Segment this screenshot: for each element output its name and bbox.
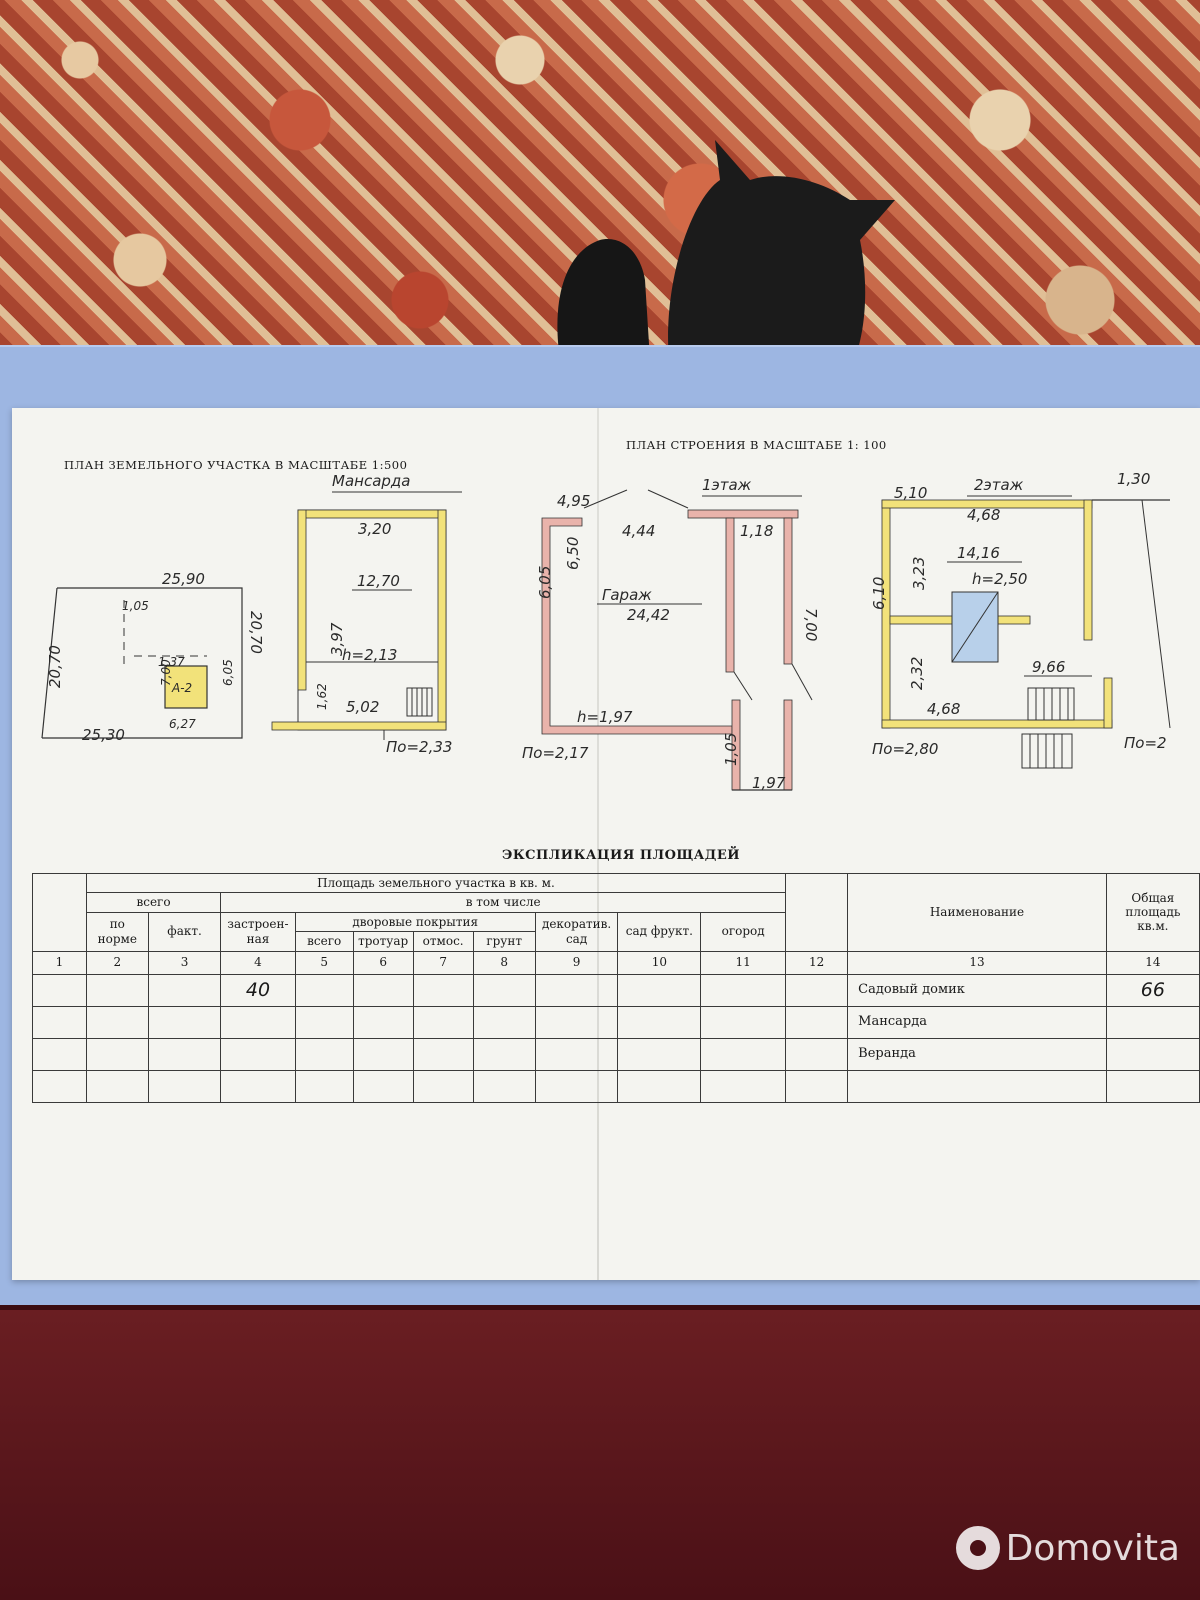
floor2-h1: 3,23 <box>910 557 928 590</box>
land-bottom: 25,30 <box>82 726 125 744</box>
floor1-title: 1этаж <box>702 476 752 494</box>
floor2-w2: 1,30 <box>1117 470 1150 488</box>
mansard-w-bottom: 5,02 <box>346 698 379 716</box>
floor1-side: 7,00 <box>802 608 820 641</box>
floor2-w1: 5,10 <box>894 484 927 502</box>
mansard-floor: По=2,33 <box>386 738 452 756</box>
explication-title: ЭКСПЛИКАЦИЯ ПЛОЩАДЕЙ <box>502 848 741 863</box>
mansard-w-top: 3,20 <box>358 520 391 538</box>
total-header: всего <box>85 892 222 913</box>
otmos-header: отмос. <box>412 931 474 952</box>
floor1-h2: 6,50 <box>564 537 582 570</box>
mansard-area: 12,70 <box>357 572 400 590</box>
table-row: Веранда <box>32 1037 1200 1071</box>
incl-header: в том числе <box>220 892 787 913</box>
floor2-floor2: По=2 <box>1124 734 1167 752</box>
yard-total-header: всего <box>294 931 354 952</box>
mansard-title: Мансарда <box>332 472 410 490</box>
land-area-header: Площадь земельного участка в кв. м. <box>85 872 787 894</box>
decor-header: декоратив. сад <box>534 911 619 952</box>
table-row: Мансарда <box>32 1005 1200 1039</box>
total-area-header: Общая площадь кв.м. <box>1105 873 1200 952</box>
floor-plans-drawing: 25,90 25,30 20,70 20,70 1,05 1,37 6,27 6… <box>41 470 1171 792</box>
norm-header: по норме <box>85 911 149 952</box>
floor1-h3: 1,05 <box>722 733 740 766</box>
floor1-w2: 4,44 <box>622 522 655 540</box>
floor2-w3: 4,68 <box>967 506 1000 524</box>
land-plot-plan: 25,90 25,30 20,70 20,70 1,05 1,37 6,27 6… <box>41 570 265 744</box>
land-top: 25,90 <box>162 570 205 588</box>
floor1-height: h=1,97 <box>577 708 633 726</box>
land-right: 20,70 <box>247 611 265 654</box>
floor2-h2: 6,10 <box>870 577 888 610</box>
floor2-floor: По=2,80 <box>872 740 938 758</box>
vegetable-header: огород <box>700 911 787 952</box>
floor2-area2: 9,66 <box>1032 658 1065 676</box>
watermark-text: Domovita <box>1005 1527 1180 1569</box>
land-h1: 1,05 <box>122 599 149 613</box>
fact-header: факт. <box>147 911 222 952</box>
house-h: 6,05 <box>221 659 235 686</box>
cat-silhouette <box>557 140 895 370</box>
floor1-room: Гараж <box>602 586 652 604</box>
floor2-title: 2этаж <box>974 476 1024 494</box>
technical-passport-page: ПЛАН ЗЕМЕЛЬНОГО УЧАСТКА В МАСШТАБЕ 1:500… <box>12 408 1200 1280</box>
floor1-w3: 1,18 <box>740 522 773 540</box>
floor1-plan: 4,95 4,44 1,18 1этаж 6,05 6,50 Гараж 24,… <box>522 476 820 792</box>
building-plan-caption: ПЛАН СТРОЕНИЯ В МАСШТАБЕ 1: 100 <box>626 438 887 452</box>
garden-header: сад фрукт. <box>617 911 702 952</box>
land-plan-caption: ПЛАН ЗЕМЕЛЬНОГО УЧАСТКА В МАСШТАБЕ 1:500 <box>64 458 408 472</box>
land-left: 20,70 <box>46 645 64 688</box>
house-label: А-2 <box>171 681 192 695</box>
sofa-background <box>0 1310 1200 1600</box>
domovita-watermark: Domovita <box>955 1526 1180 1570</box>
house-w: 6,27 <box>169 717 196 731</box>
built-header: застроен-ная <box>220 911 296 952</box>
explication-table: Площадь земельного участка в кв. м. Наим… <box>32 872 1200 1103</box>
mansard-h-small: 1,62 <box>315 683 329 710</box>
mansard-plan: Мансарда 3,20 12,70 3,97 h=2,13 5,02 1,6… <box>271 472 462 756</box>
floor1-w1: 4,95 <box>557 492 590 510</box>
floor2-area1: 14,16 <box>957 544 1000 562</box>
name-header: Наименование <box>847 873 1107 952</box>
house-h2: 7,00 <box>159 659 173 686</box>
table-row <box>32 1069 1200 1103</box>
floor1-floor: По=2,17 <box>522 744 589 762</box>
floor1-h1: 6,05 <box>536 566 554 599</box>
floor2-plan: 5,10 2этаж 1,30 4,68 14,16 3,23 h=2,50 6… <box>870 470 1171 769</box>
land-h2: 1,37 <box>158 655 185 669</box>
floor2-w4: 4,68 <box>927 700 960 718</box>
yard-header: дворовые покрытия <box>294 911 536 933</box>
paper-fold <box>597 408 599 1280</box>
floor1-w4: 1,97 <box>752 774 786 792</box>
blank-header-cell <box>32 873 87 952</box>
floor2-h3: 2,32 <box>908 657 926 690</box>
floor2-height: h=2,50 <box>972 570 1027 588</box>
mansard-h-side: 3,97 <box>328 622 346 656</box>
floor1-area: 24,42 <box>627 606 670 624</box>
mansard-height: h=2,13 <box>342 646 397 664</box>
domovita-logo-icon <box>955 1526 1000 1570</box>
col12-header <box>785 873 849 952</box>
ground-header: грунт <box>472 931 536 952</box>
sidewalk-header: тротуар <box>352 931 414 952</box>
